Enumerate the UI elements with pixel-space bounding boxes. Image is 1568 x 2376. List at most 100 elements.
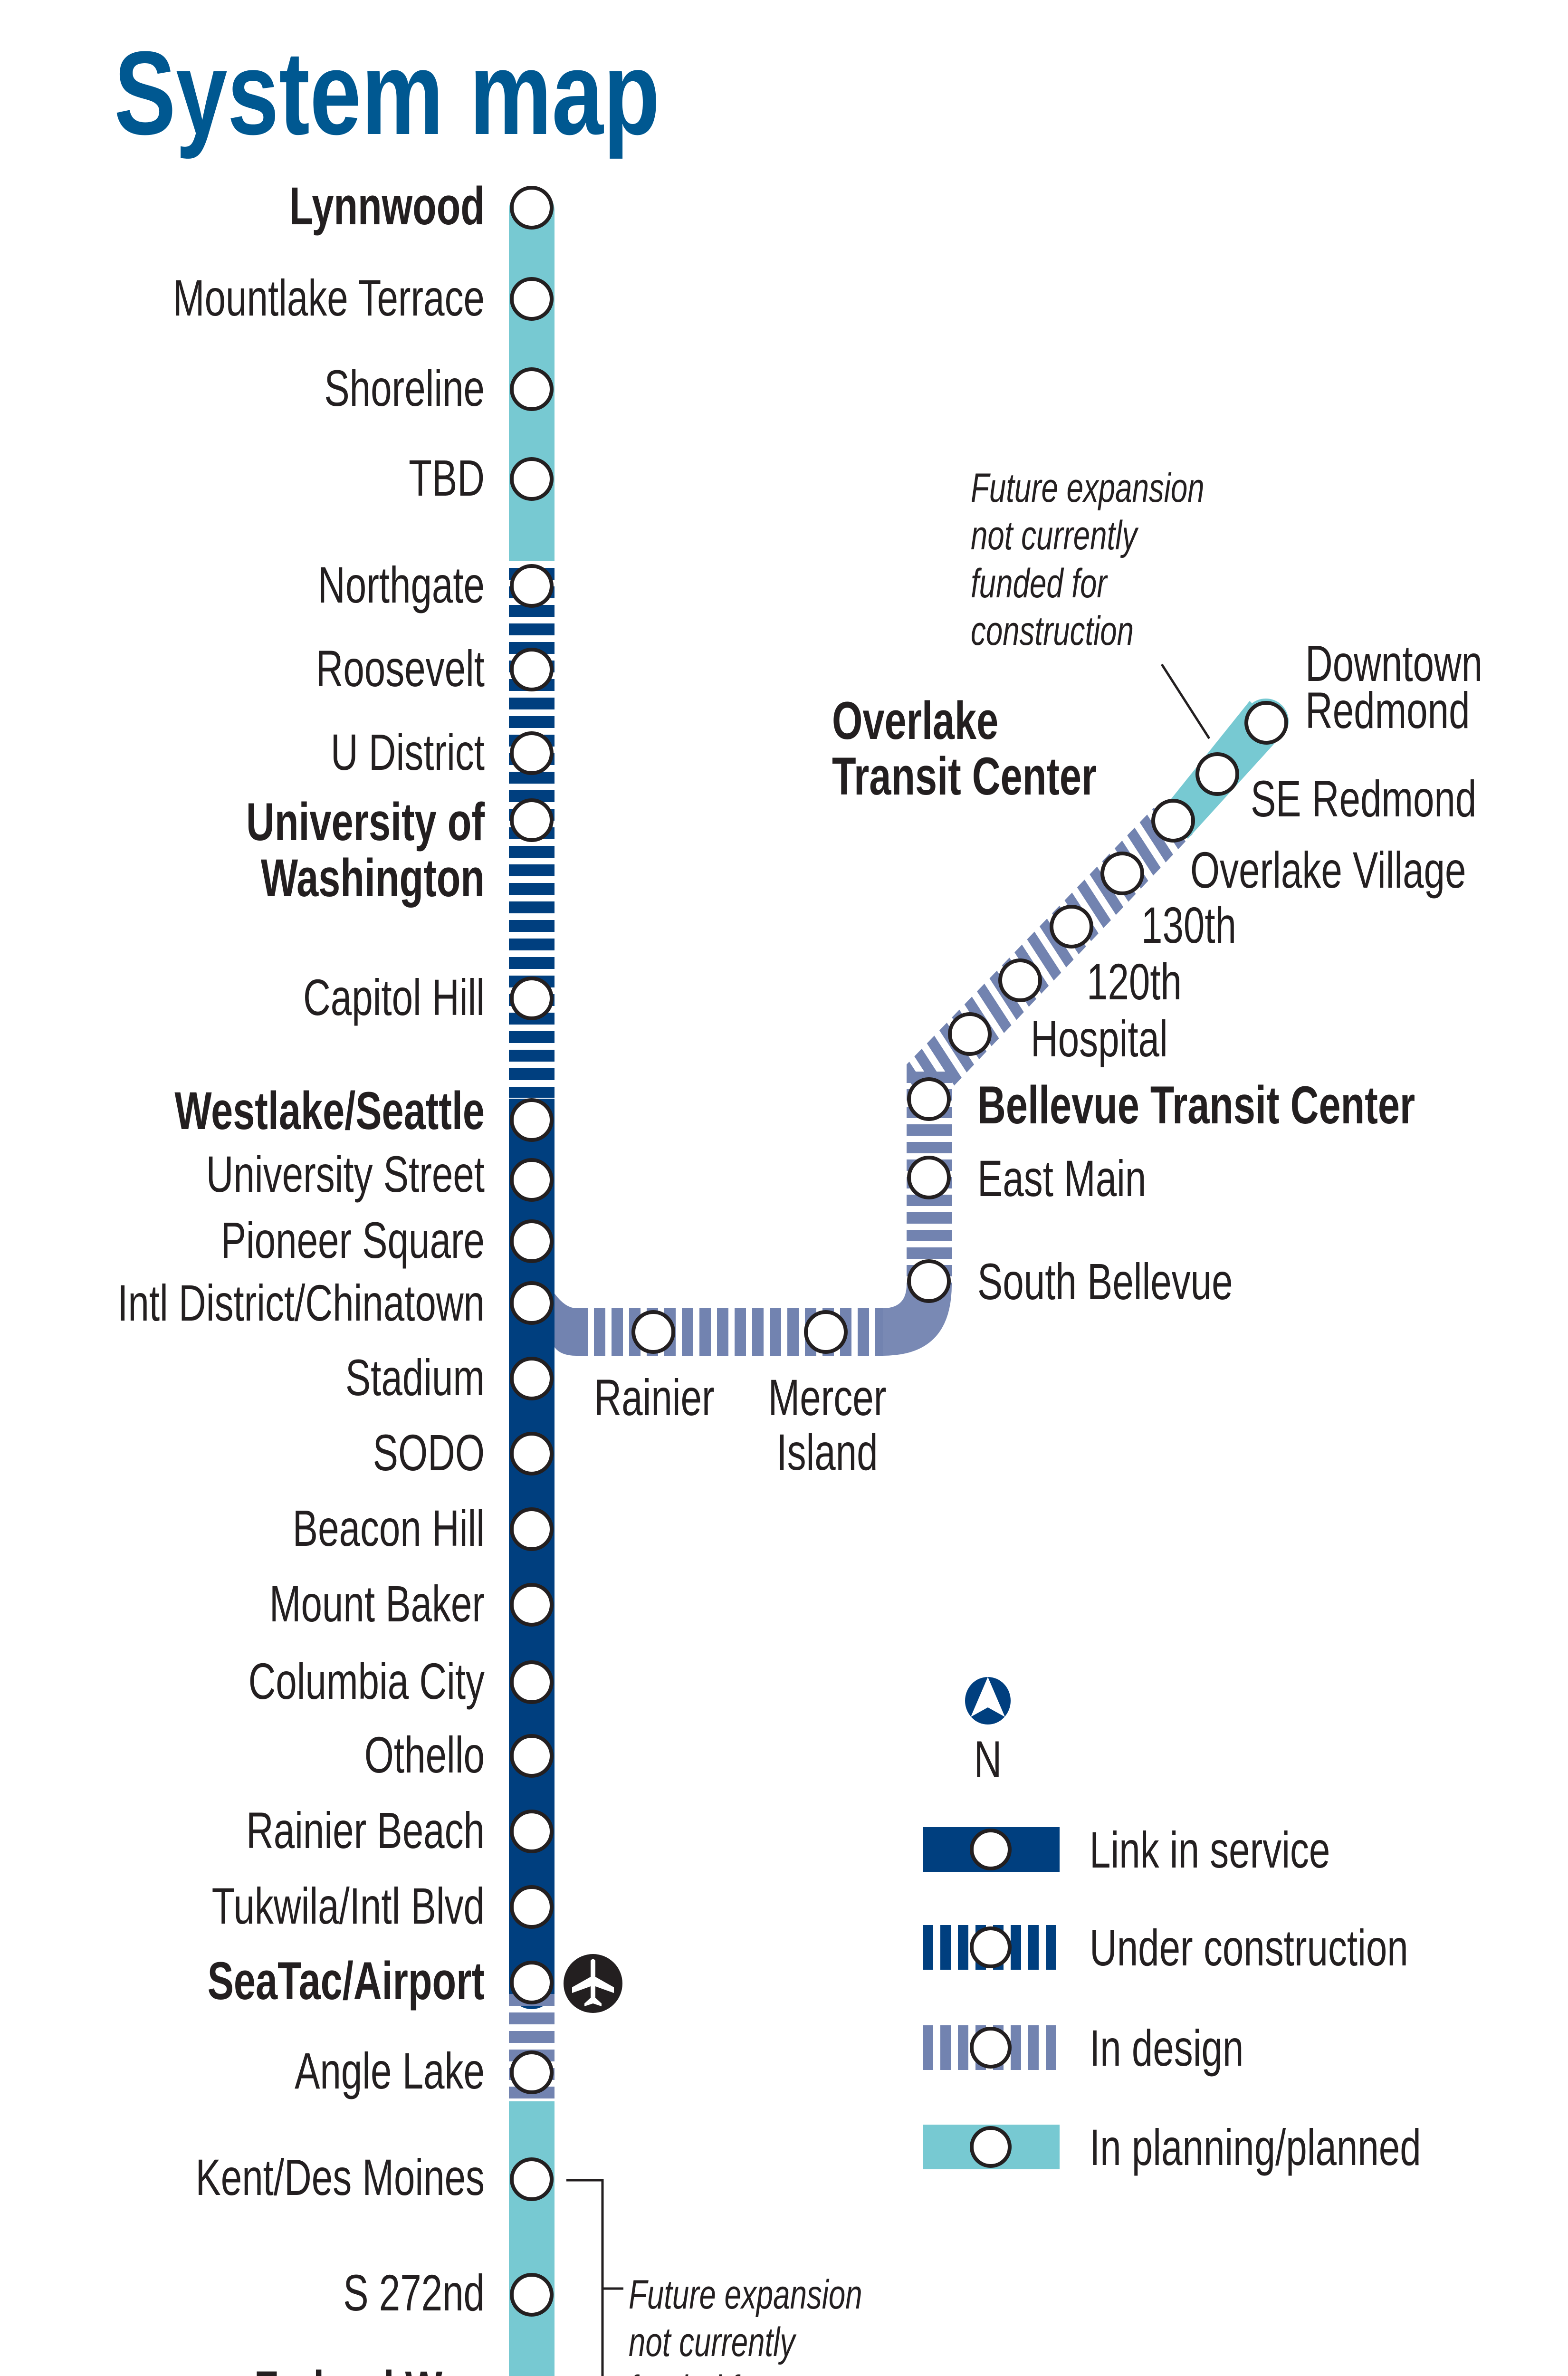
label-s-272nd: S 272nd <box>343 2264 485 2322</box>
station-se-redmond[interactable] <box>1195 752 1239 796</box>
label-lynnwood: Lynnwood <box>289 176 485 236</box>
station-lynnwood[interactable] <box>510 186 554 230</box>
stations-east <box>631 701 1288 1354</box>
station-mercer-island[interactable] <box>804 1310 848 1354</box>
label-130th: 130th <box>1141 897 1236 954</box>
label-rainier-beach: Rainier Beach <box>246 1802 485 1859</box>
station-stadium[interactable] <box>510 1357 554 1400</box>
station-pioneer-square[interactable] <box>510 1219 554 1263</box>
station-mount-baker[interactable] <box>510 1583 554 1627</box>
label-bellevue-transit-center: Bellevue Transit Center <box>977 1075 1415 1135</box>
label-othello: Othello <box>364 1726 485 1784</box>
label-university-of-washington-1: University of <box>246 792 485 852</box>
line-segment-planned-south <box>509 2101 555 2376</box>
station-capitol-hill[interactable] <box>510 977 554 1020</box>
station-south-bellevue[interactable] <box>907 1259 951 1303</box>
station-s-272nd[interactable] <box>510 2273 554 2317</box>
label-u-district: U District <box>331 724 485 781</box>
label-stadium: Stadium <box>345 1349 485 1407</box>
station-intl-district[interactable] <box>510 1281 554 1325</box>
station-rainier-beach[interactable] <box>510 1810 554 1853</box>
legend-label-planned: In planning/planned <box>1090 2119 1421 2176</box>
compass-label: N <box>974 1730 1002 1789</box>
label-downtown-redmond-2: Redmond <box>1305 682 1470 739</box>
label-mount-baker: Mount Baker <box>269 1575 485 1633</box>
label-hospital: Hospital <box>1031 1010 1168 1068</box>
stations-north-south <box>510 186 554 2317</box>
station-columbia-city[interactable] <box>510 1660 554 1704</box>
label-se-redmond: SE Redmond <box>1251 770 1476 828</box>
label-overlake-transit-center-2: Transit Center <box>832 747 1097 806</box>
station-mountlake-terrace[interactable] <box>510 277 554 321</box>
label-kent-des-moines: Kent/Des Moines <box>195 2149 485 2206</box>
station-labels-north-south: Lynnwood Mountlake Terrace Shoreline TBD… <box>117 176 485 2376</box>
legend-label-in-service: Link in service <box>1090 1821 1330 1879</box>
label-university-of-washington-2: Washington <box>261 848 485 908</box>
note-line: not currently <box>971 513 1139 558</box>
label-columbia-city: Columbia City <box>249 1653 485 1710</box>
station-othello[interactable] <box>510 1734 554 1778</box>
label-mercer-island-1: Mercer <box>768 1369 887 1427</box>
label-rainier: Rainier <box>594 1369 714 1427</box>
station-overlake-transit-center[interactable] <box>1151 799 1195 843</box>
station-university-of-washington[interactable] <box>510 798 554 842</box>
label-overlake-transit-center-1: Overlake <box>832 691 998 750</box>
legend-label-under-construction: Under construction <box>1090 1919 1408 1977</box>
station-downtown-redmond[interactable] <box>1244 701 1288 745</box>
station-westlake-seattle[interactable] <box>510 1098 554 1142</box>
station-tbd[interactable] <box>510 457 554 501</box>
station-roosevelt[interactable] <box>510 648 554 691</box>
label-seatac-airport: SeaTac/Airport <box>208 1951 485 2011</box>
station-u-district[interactable] <box>510 731 554 775</box>
label-south-bellevue: South Bellevue <box>977 1253 1233 1311</box>
note-leader-line <box>1160 663 1211 739</box>
station-rainier[interactable] <box>631 1310 675 1354</box>
airport-icon <box>564 1954 622 2013</box>
note-bracket <box>566 2179 623 2376</box>
note-south-future-expansion: Future expansion not currently funded fo… <box>566 2179 862 2376</box>
label-beacon-hill: Beacon Hill <box>293 1500 485 1557</box>
station-east-main[interactable] <box>907 1156 951 1199</box>
station-overlake-village[interactable] <box>1100 852 1144 895</box>
label-federal-way-1: Federal Way <box>254 2360 485 2376</box>
station-seatac-airport[interactable] <box>510 1961 554 2004</box>
station-labels-east: Rainier Mercer Island South Bellevue Eas… <box>594 635 1482 1481</box>
station-shoreline[interactable] <box>510 367 554 411</box>
legend-item-in-service: Link in service <box>923 1821 1330 1879</box>
label-overlake-village: Overlake Village <box>1190 842 1466 899</box>
station-kent-des-moines[interactable] <box>510 2157 554 2201</box>
label-shoreline: Shoreline <box>324 360 485 417</box>
label-angle-lake: Angle Lake <box>295 2042 485 2100</box>
station-120th[interactable] <box>998 958 1042 1002</box>
label-university-street: University Street <box>206 1146 485 1203</box>
station-130th[interactable] <box>1050 905 1093 948</box>
legend-item-planned: In planning/planned <box>923 2119 1421 2176</box>
note-line: construction <box>971 609 1134 654</box>
station-northgate[interactable] <box>510 564 554 608</box>
label-downtown-redmond-1: Downtown <box>1305 635 1482 692</box>
station-university-street[interactable] <box>510 1158 554 1202</box>
label-tukwila: Tukwila/Intl Blvd <box>212 1878 485 1935</box>
station-beacon-hill[interactable] <box>510 1507 554 1551</box>
note-line: funded for <box>971 561 1108 606</box>
label-tbd: TBD <box>409 450 485 507</box>
legend: Link in service Under construction In de… <box>923 1821 1421 2176</box>
label-northgate: Northgate <box>318 556 485 614</box>
note-line: Future expansion <box>971 466 1205 511</box>
station-sodo[interactable] <box>510 1432 554 1475</box>
label-pioneer-square: Pioneer Square <box>221 1212 485 1269</box>
label-east-main: East Main <box>977 1150 1146 1207</box>
page-title: System map <box>114 27 660 160</box>
note-east-future-expansion: Future expansion not currently funded fo… <box>971 466 1211 739</box>
label-120th: 120th <box>1087 953 1182 1011</box>
station-bellevue-transit-center[interactable] <box>907 1077 951 1121</box>
station-angle-lake[interactable] <box>510 2050 554 2094</box>
label-sodo: SODO <box>373 1424 485 1482</box>
label-mountlake-terrace: Mountlake Terrace <box>173 269 485 327</box>
station-tukwila[interactable] <box>510 1885 554 1929</box>
north-arrow-icon <box>965 1677 1011 1725</box>
junction-curve <box>555 1293 576 1356</box>
station-hospital[interactable] <box>948 1012 992 1056</box>
legend-label-in-design: In design <box>1090 2020 1243 2077</box>
